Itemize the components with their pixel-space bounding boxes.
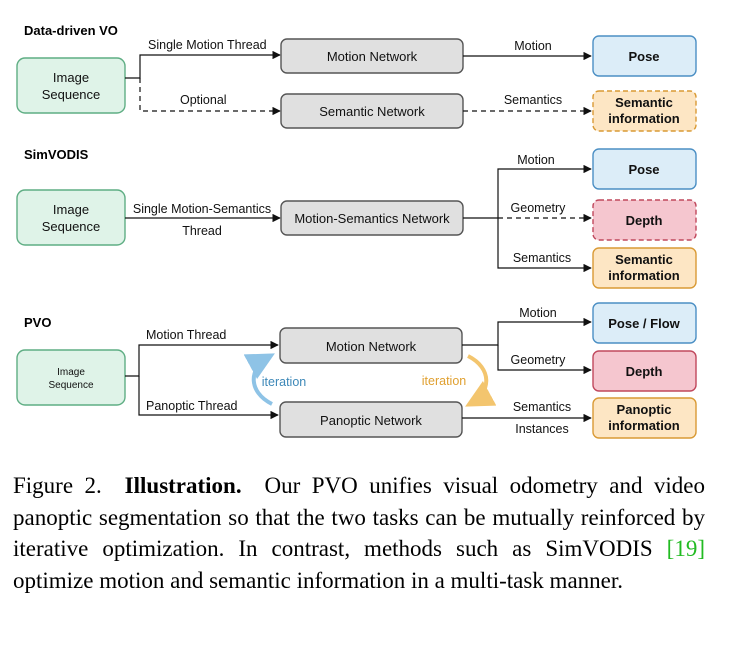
pvo-panoptic-network-box: Panoptic Network	[279, 401, 463, 438]
pvo-edge-to-depth	[497, 345, 592, 375]
simvodis-edge-to-pose	[497, 164, 592, 218]
svg-text:Sequence: Sequence	[48, 380, 93, 391]
pvo-iteration-arrow-right	[465, 354, 497, 407]
svg-text:Image: Image	[53, 70, 89, 85]
vo-edge-label-bottom: Optional	[180, 93, 227, 107]
section-title-vo: Data-driven VO	[24, 23, 118, 38]
vo-pose-box: Pose	[592, 35, 697, 77]
pvo-iteration-arrow-left	[243, 353, 275, 406]
simvodis-depth-box: Depth	[592, 199, 697, 241]
simvodis-edge-label-2: Thread	[182, 224, 222, 238]
vo-motion-network-box: Motion Network	[280, 38, 464, 74]
simvodis-input-box: Image Sequence	[16, 189, 126, 246]
svg-text:Motion Network: Motion Network	[326, 339, 417, 354]
vo-out-label-semantics: Semantics	[504, 93, 562, 107]
svg-text:Motion Network: Motion Network	[327, 49, 418, 64]
vo-edge-label-top: Single Motion Thread	[148, 38, 267, 52]
vo-semantic-network-box: Semantic Network	[280, 93, 464, 129]
pvo-edge-motion-thread	[125, 340, 279, 377]
pvo-depth-box: Depth	[592, 350, 697, 392]
caption-text-2: optimize motion and semantic information…	[13, 567, 624, 593]
pvo-panoptic-info-box: Panoptic information	[592, 397, 697, 439]
simvodis-semantic-info-box: Semantic information	[592, 247, 697, 289]
figure-caption: Figure 2. Illustration. Our PVO unifies …	[13, 470, 705, 596]
svg-text:Panoptic Network: Panoptic Network	[320, 413, 422, 428]
simvodis-network-box: Motion-Semantics Network	[280, 200, 464, 236]
architecture-diagram: Data-driven VO Image Sequence Single Mot…	[16, 23, 697, 439]
svg-text:Sequence: Sequence	[42, 87, 101, 102]
simvodis-label-semantics: Semantics	[513, 251, 571, 265]
simvodis-edge-label-1: Single Motion-Semantics	[133, 202, 271, 216]
pvo-edge-panoptic-thread	[138, 376, 279, 420]
caption-bold-title: Illustration.	[124, 473, 242, 498]
simvodis-label-motion: Motion	[517, 153, 555, 167]
caption-reference-link[interactable]: [19]	[666, 536, 705, 561]
vo-edge-motion-thread	[125, 50, 281, 79]
svg-text:Image: Image	[57, 367, 85, 378]
vo-semantic-info-box: Semantic information	[592, 90, 697, 132]
pvo-label-motion: Motion	[519, 306, 557, 320]
pvo-pose-flow-box: Pose / Flow	[592, 302, 697, 344]
pvo-motion-network-box: Motion Network	[279, 327, 463, 364]
pvo-iteration-label-left: iteration	[262, 375, 307, 389]
section-title-simvodis: SimVODIS	[24, 147, 89, 162]
svg-text:Depth: Depth	[626, 364, 663, 379]
pvo-input-box: Image Sequence	[16, 349, 126, 406]
pvo-label-instances: Instances	[515, 422, 569, 436]
svg-text:Pose / Flow: Pose / Flow	[608, 316, 680, 331]
pvo-label-semantics: Semantics	[513, 400, 571, 414]
svg-text:Sequence: Sequence	[42, 219, 101, 234]
simvodis-pose-box: Pose	[592, 148, 697, 190]
svg-text:information: information	[608, 268, 680, 283]
vo-out-label-motion: Motion	[514, 39, 552, 53]
svg-text:information: information	[608, 111, 680, 126]
simvodis-label-geometry: Geometry	[511, 201, 567, 215]
svg-text:Panoptic: Panoptic	[617, 402, 672, 417]
section-title-pvo: PVO	[24, 315, 51, 330]
svg-text:Semantic: Semantic	[615, 95, 673, 110]
vo-edge-optional	[139, 78, 281, 116]
svg-text:Semantic Network: Semantic Network	[319, 104, 425, 119]
caption-prefix: Figure 2.	[13, 473, 102, 498]
pvo-edge-to-pose	[462, 317, 592, 346]
simvodis-edge-to-semantic	[497, 218, 592, 273]
svg-text:Pose: Pose	[628, 162, 659, 177]
svg-text:Motion-Semantics Network: Motion-Semantics Network	[294, 211, 450, 226]
pvo-label-panoptic-thread: Panoptic Thread	[146, 399, 238, 413]
svg-text:Semantic: Semantic	[615, 252, 673, 267]
vo-input-box: Image Sequence	[16, 57, 126, 114]
pvo-label-motion-thread: Motion Thread	[146, 328, 226, 342]
pvo-label-geometry: Geometry	[511, 353, 567, 367]
svg-text:Pose: Pose	[628, 49, 659, 64]
caption-text-1: Our PVO unifies visual odometry and vide…	[13, 473, 705, 561]
svg-text:Depth: Depth	[626, 213, 663, 228]
pvo-iteration-label-right: iteration	[422, 374, 467, 388]
svg-text:Image: Image	[53, 202, 89, 217]
svg-text:information: information	[608, 418, 680, 433]
